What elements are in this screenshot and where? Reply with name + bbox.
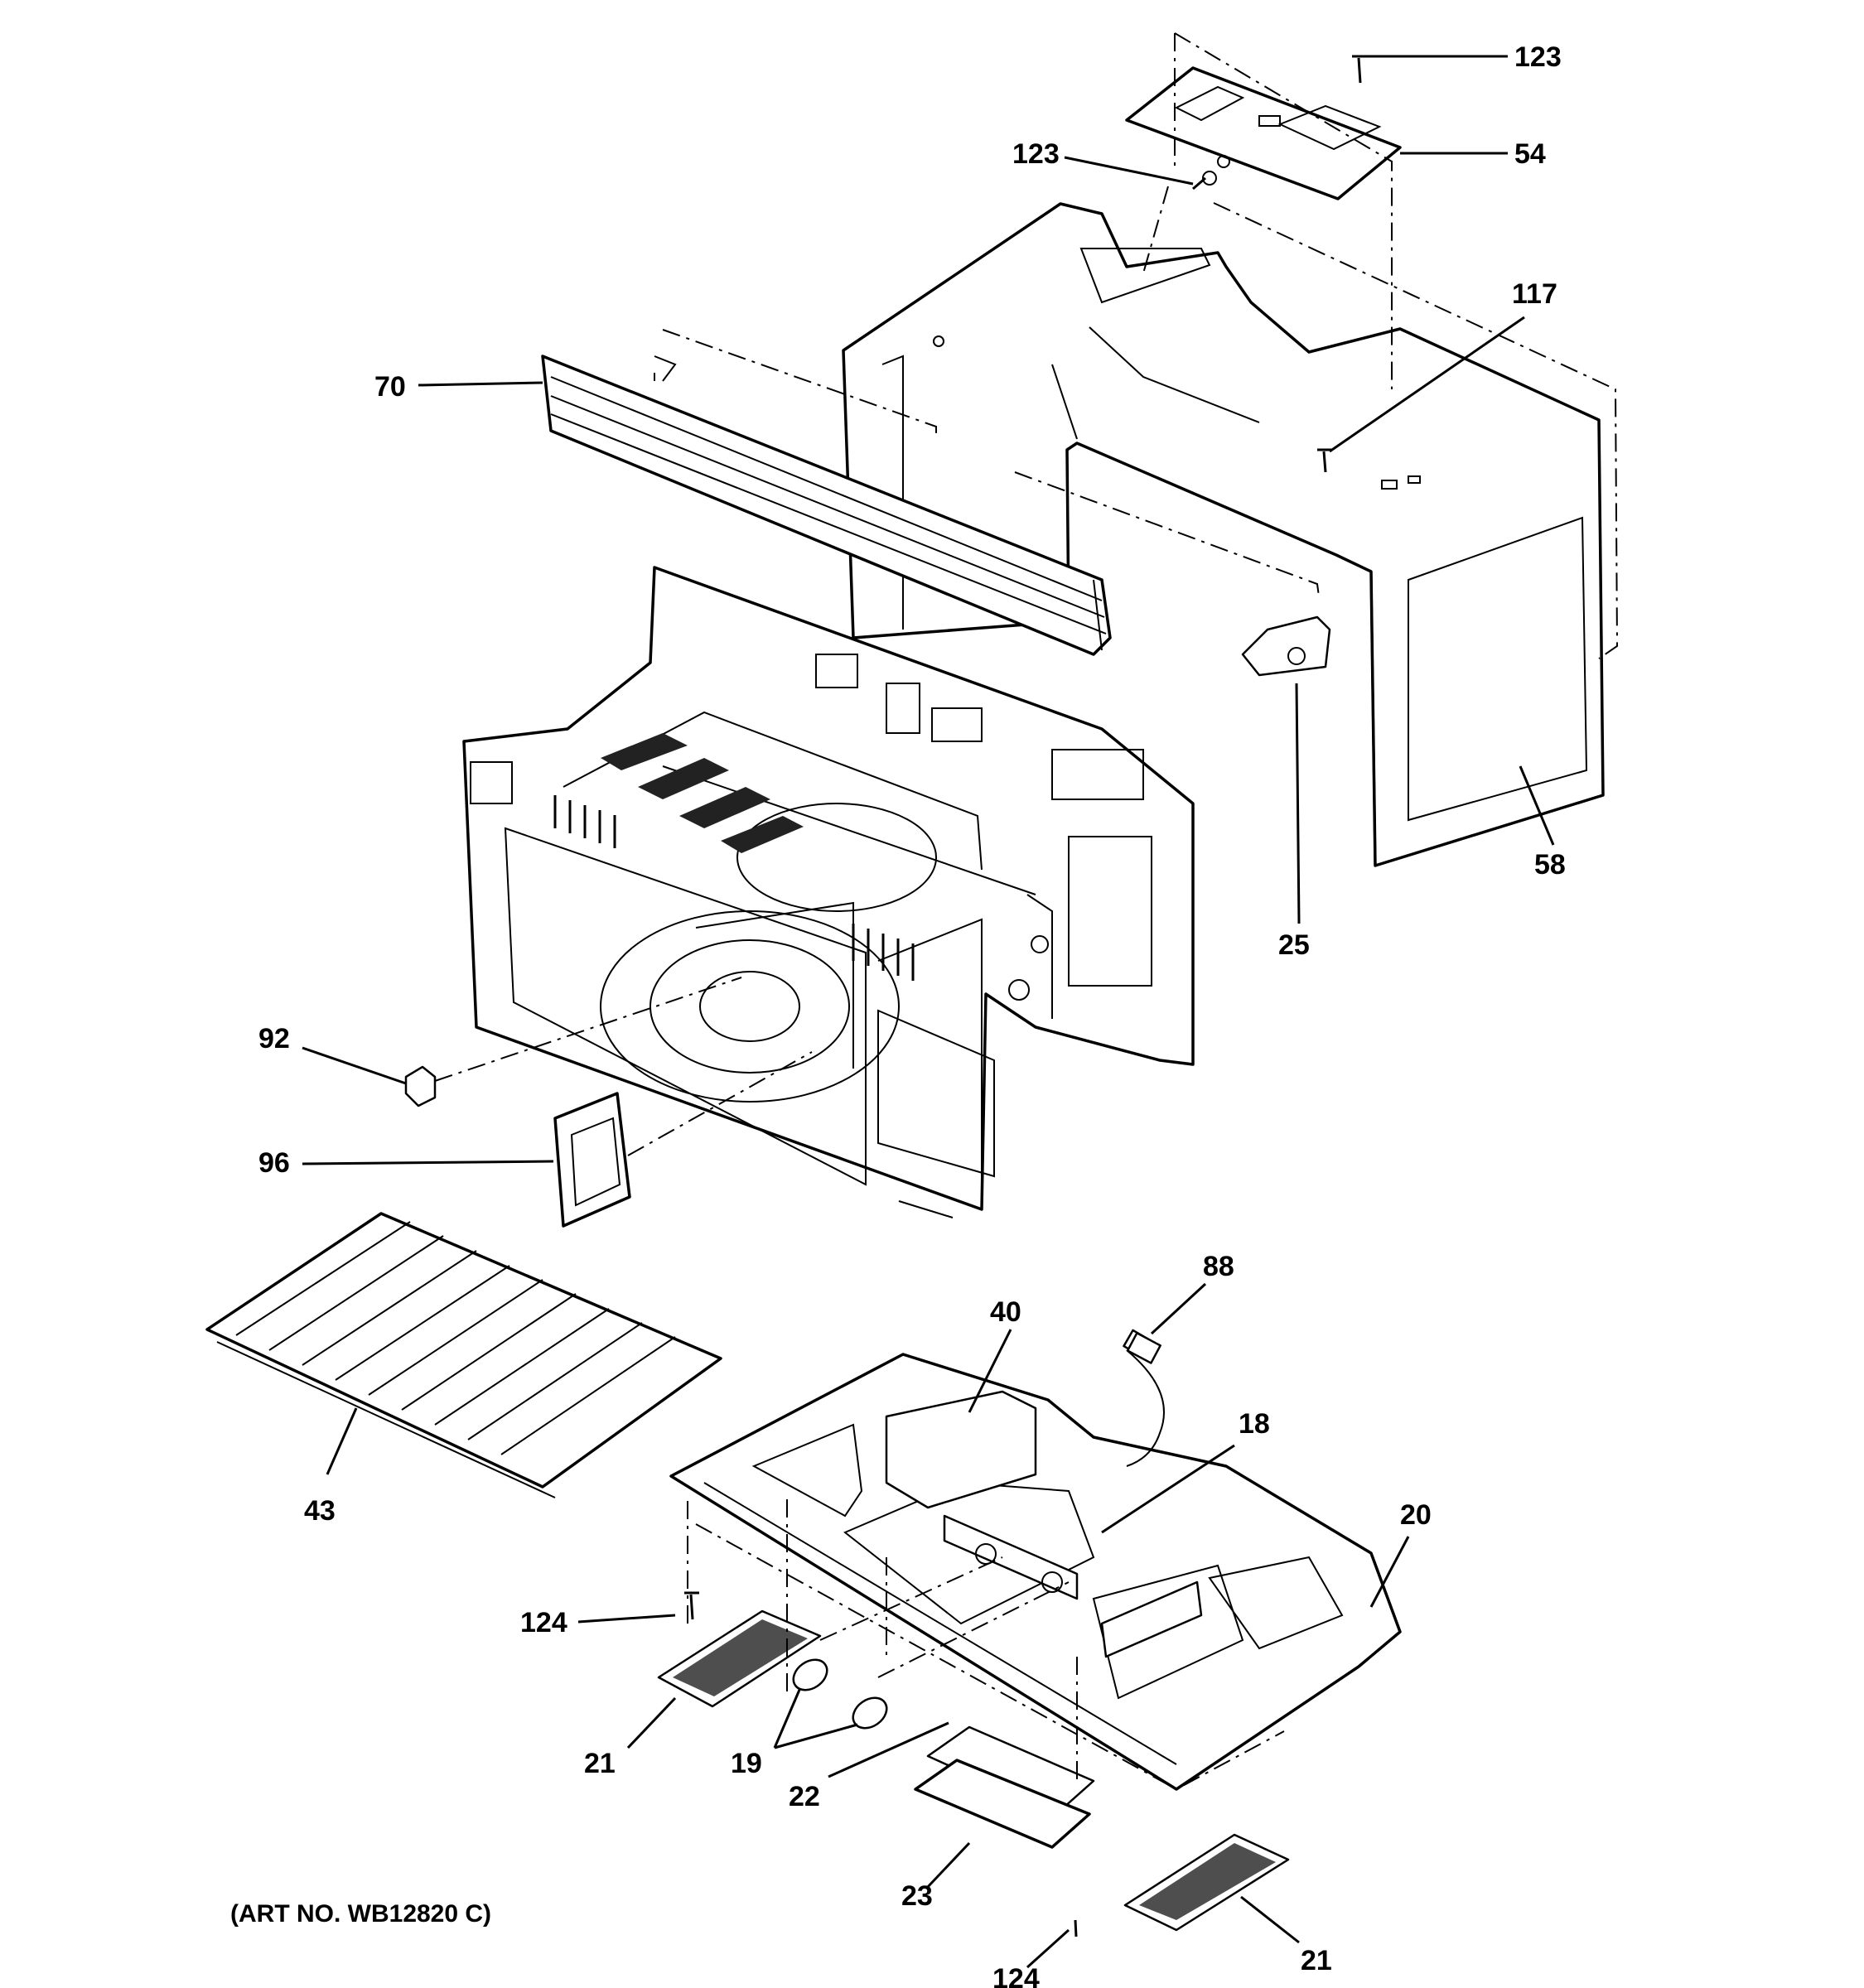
callout-18: 18	[1239, 1408, 1270, 1440]
callout-88: 88	[1203, 1251, 1234, 1282]
callout-20: 20	[1400, 1499, 1432, 1531]
callout-54: 54	[1514, 138, 1546, 170]
small-parts	[404, 55, 1369, 1937]
art-number-caption: (ART NO. WB12820 C)	[230, 1900, 491, 1928]
callout-25: 25	[1278, 929, 1310, 961]
callout-92: 92	[258, 1023, 290, 1054]
callout-labels: 123 54 123 117 70 58 25 92 96 88 40 18 4…	[258, 41, 1566, 1988]
callout-19: 19	[731, 1748, 762, 1779]
outer-case	[842, 202, 1605, 867]
callout-22: 22	[789, 1781, 820, 1812]
callout-58: 58	[1534, 849, 1566, 881]
callout-123-mid: 123	[1012, 138, 1060, 170]
callout-70: 70	[374, 371, 406, 403]
callout-43: 43	[304, 1495, 336, 1527]
callout-124-left: 124	[520, 1607, 567, 1638]
bottom-plate	[669, 1329, 1402, 1791]
vent-grille	[541, 355, 1112, 656]
callout-23: 23	[901, 1880, 933, 1912]
callout-123-top: 123	[1514, 41, 1562, 73]
oven-rack	[205, 1212, 722, 1498]
assembly-lines	[434, 32, 1619, 1791]
callout-40: 40	[990, 1296, 1021, 1328]
callout-117: 117	[1512, 278, 1557, 310]
callout-21-right: 21	[1301, 1945, 1332, 1976]
callout-21-left: 21	[584, 1748, 616, 1779]
oven-cavity	[462, 566, 1195, 1218]
top-plate	[1125, 66, 1402, 200]
leader-lines	[302, 55, 1555, 1969]
callout-124-bottom: 124	[992, 1963, 1040, 1988]
callout-96: 96	[258, 1147, 290, 1179]
